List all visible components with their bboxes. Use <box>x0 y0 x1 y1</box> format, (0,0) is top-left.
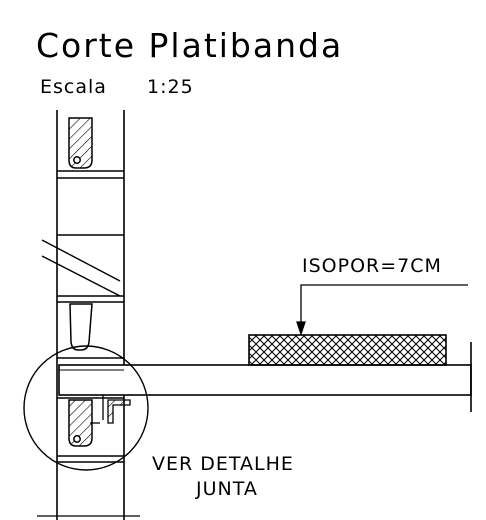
flashing-angle <box>90 395 131 424</box>
insulation-annotation: ISOPOR=7CM <box>302 255 442 277</box>
block-cells <box>68 117 93 447</box>
detail-reference-line2: JUNTA <box>196 478 258 500</box>
insulation-leader <box>296 284 468 337</box>
scale-value: 1:25 <box>147 76 194 98</box>
detail-callout-circle <box>23 345 149 471</box>
detail-reference-line1: VER DETALHE <box>152 453 294 475</box>
drawing-title: Corte Platibanda <box>36 26 344 65</box>
block-joints <box>57 170 124 463</box>
break-lines <box>41 239 121 297</box>
scale-label: Escala <box>40 76 107 98</box>
insulation-layer <box>248 334 447 366</box>
